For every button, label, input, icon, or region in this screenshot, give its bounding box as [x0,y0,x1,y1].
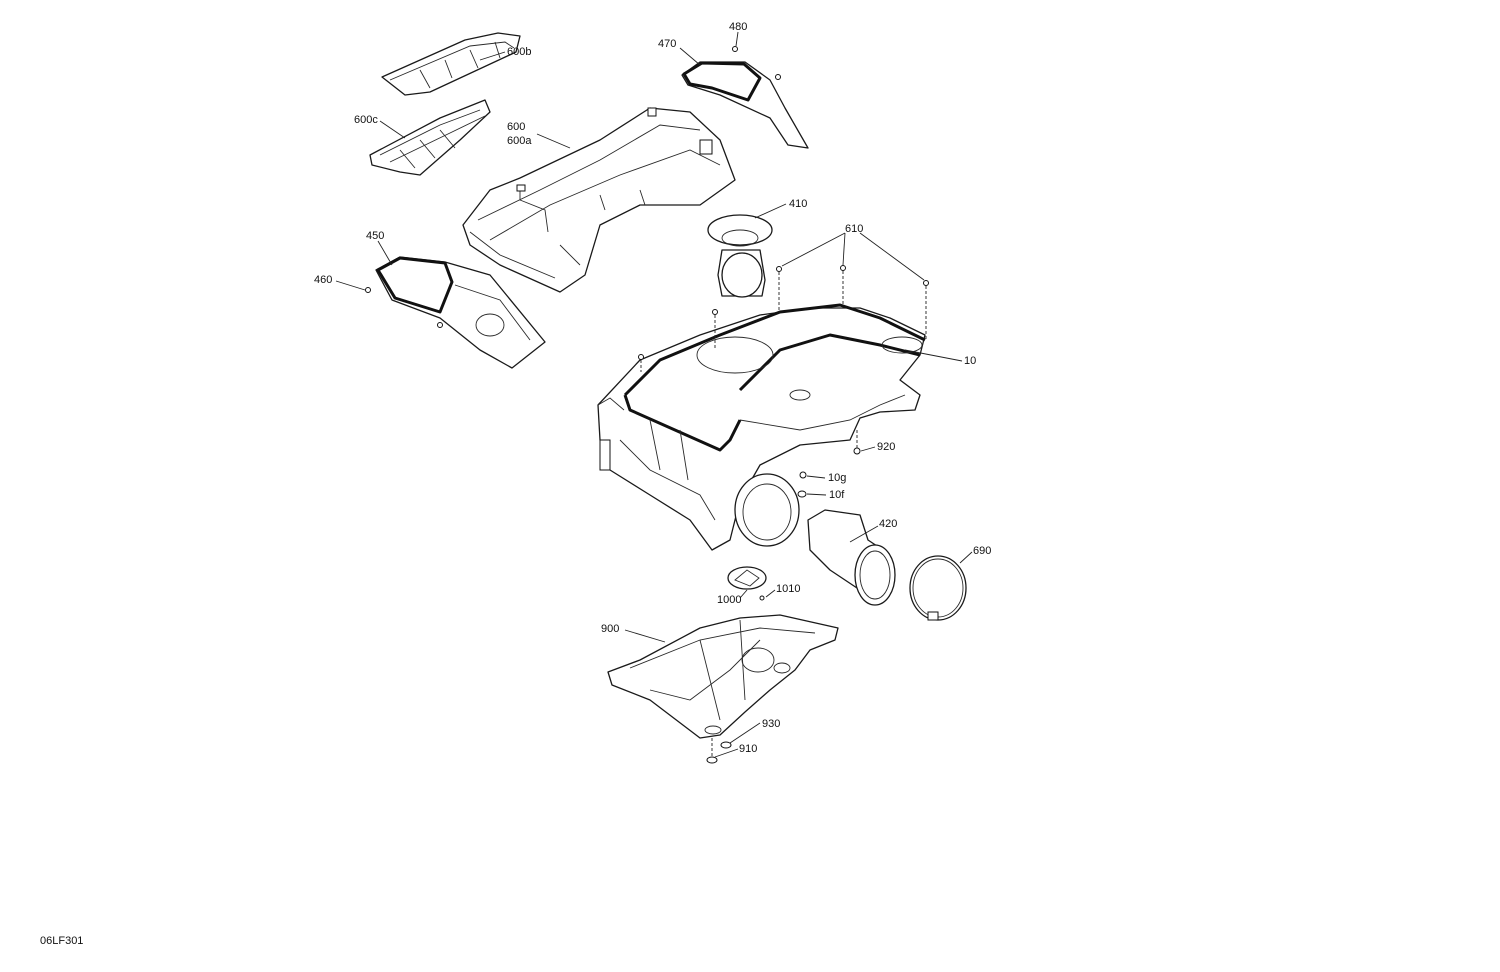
assembly-lines [640,271,927,757]
callout-600a: 600a [507,135,532,147]
part-410-inlet-boot [707,214,773,298]
callout-450: 450 [366,230,384,242]
part-600c-frame [369,99,491,176]
part-600b-cover [381,32,521,96]
callout-480: 480 [729,21,747,33]
callout-900: 900 [601,623,619,635]
callout-10f: 10f [829,489,845,501]
callout-10: 10 [964,355,976,367]
callout-460: 460 [314,274,332,286]
callout-930: 930 [762,718,780,730]
drawing-id: 06LF301 [40,935,83,947]
callout-1010: 1010 [776,583,800,595]
part-10-airbox [597,303,926,551]
part-900-lower-shield [607,614,839,739]
part-420-outlet-boot [807,509,896,606]
part-1000-drain-cap [727,566,767,601]
part-690-clamp [909,555,967,621]
part-600-intake-housing [462,107,736,293]
callout-10g: 10g [828,472,846,484]
callout-410: 410 [789,198,807,210]
callout-600: 600 [507,121,525,133]
part-470-side-grille [681,61,809,149]
callout-910: 910 [739,743,757,755]
callout-610: 610 [845,223,863,235]
leader-lines [335,31,973,758]
callout-labels: 480 470 600b 600c 600 600a 410 610 450 4… [314,21,991,755]
callout-920: 920 [877,441,895,453]
callout-420: 420 [879,518,897,530]
part-450-side-grille [375,256,546,369]
callout-470: 470 [658,38,676,50]
callout-600c: 600c [354,114,378,126]
callout-1000: 1000 [717,594,741,606]
callout-690: 690 [973,545,991,557]
callout-600b: 600b [507,46,531,58]
hardware-screws [365,46,929,764]
